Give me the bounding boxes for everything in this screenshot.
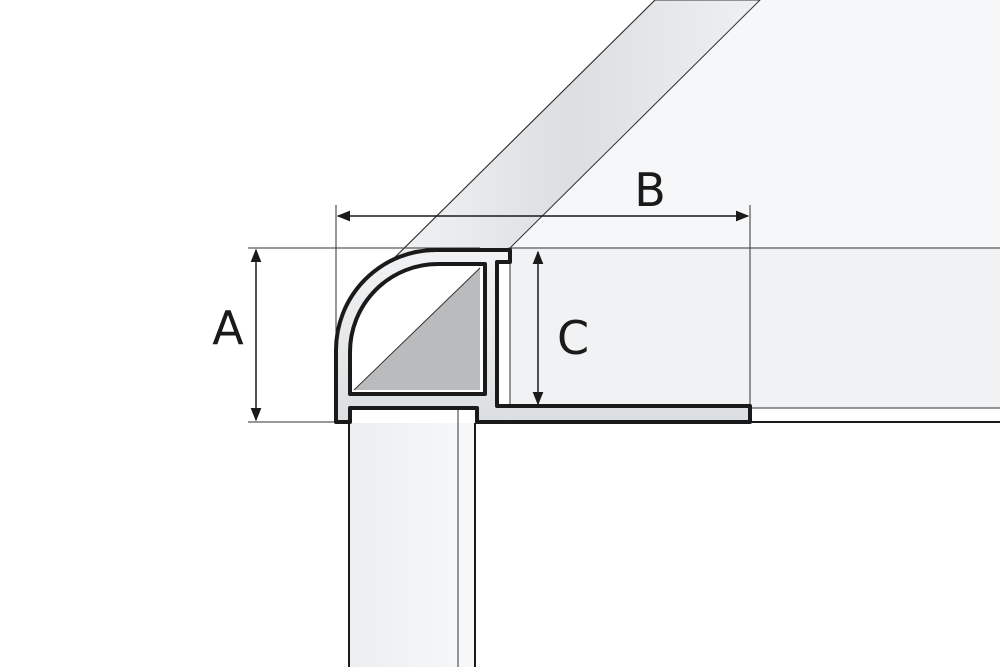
vertical-tile <box>348 410 476 667</box>
dimension-a: A <box>212 248 262 422</box>
horizontal-tile <box>510 247 1000 423</box>
dimension-b: B <box>336 163 750 222</box>
profile-cross-section <box>334 248 752 424</box>
dimension-a-label: A <box>212 301 244 355</box>
dimension-b-label: B <box>634 163 666 217</box>
wall-plane <box>510 0 1000 248</box>
dimension-c: C <box>532 250 589 406</box>
dimension-c-label: C <box>557 311 589 365</box>
